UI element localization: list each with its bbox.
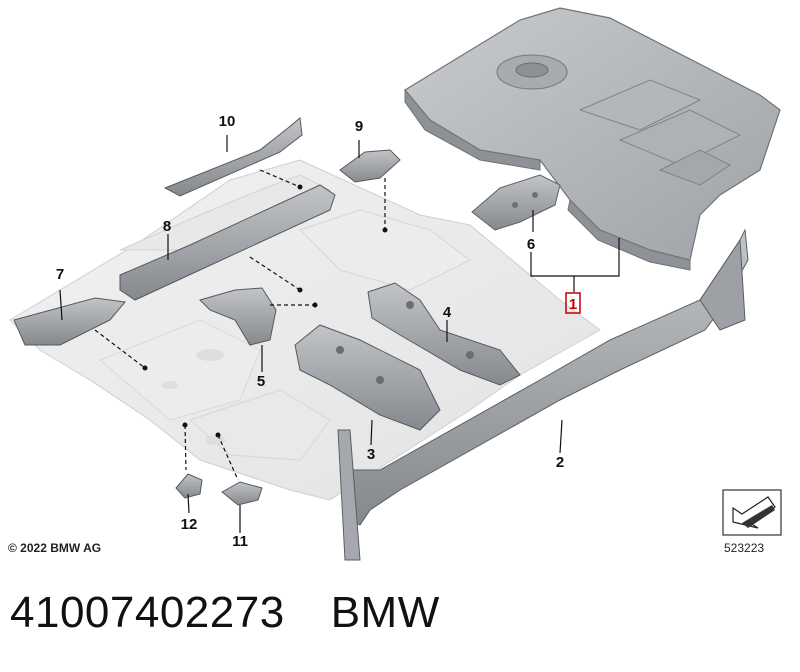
part-8-sill <box>119 184 336 301</box>
rear-floor-pan <box>404 7 781 271</box>
part-9-bracket <box>339 149 401 183</box>
part-6-bracket <box>471 174 561 231</box>
part-12-clip <box>175 473 203 499</box>
copyright-notice: © 2022 BMW AG <box>8 541 102 555</box>
part-caption: 41007402273 BMW <box>10 588 486 638</box>
part-5-tunnel-bracket <box>199 287 277 346</box>
parts-diagram: 1 2 3 4 5 6 7 8 9 10 11 12 <box>9 7 782 561</box>
callout-1: 1 <box>569 296 577 313</box>
part-11-clip <box>221 481 263 506</box>
callout-3: 3 <box>367 446 375 463</box>
callout-2: 2 <box>556 454 564 471</box>
part-2-side-rail <box>337 228 749 561</box>
callout-7: 7 <box>56 266 64 283</box>
leader-lines <box>59 135 620 533</box>
part-7-reinforcement <box>13 297 126 346</box>
part-10-rail <box>163 117 303 197</box>
part-number: 41007402273 <box>10 588 285 637</box>
part-4-cross-member <box>367 282 521 386</box>
callout-8: 8 <box>163 218 171 235</box>
callouts: 1 2 3 4 5 6 7 8 9 10 11 12 <box>56 113 581 550</box>
callout-11: 11 <box>232 533 248 550</box>
callout-1-highlight-box <box>565 292 581 314</box>
callout-6: 6 <box>527 236 535 253</box>
callout-5: 5 <box>257 373 265 390</box>
callout-10: 10 <box>219 113 236 130</box>
part-3-cross-member <box>294 324 441 431</box>
callout-12: 12 <box>181 516 198 533</box>
callout-4: 4 <box>443 304 452 321</box>
callout-9: 9 <box>355 118 363 135</box>
front-floor-pan <box>9 159 601 501</box>
direction-arrow-icon <box>722 489 782 536</box>
brand-name: BMW <box>330 588 440 637</box>
image-number: 523223 <box>724 541 765 555</box>
